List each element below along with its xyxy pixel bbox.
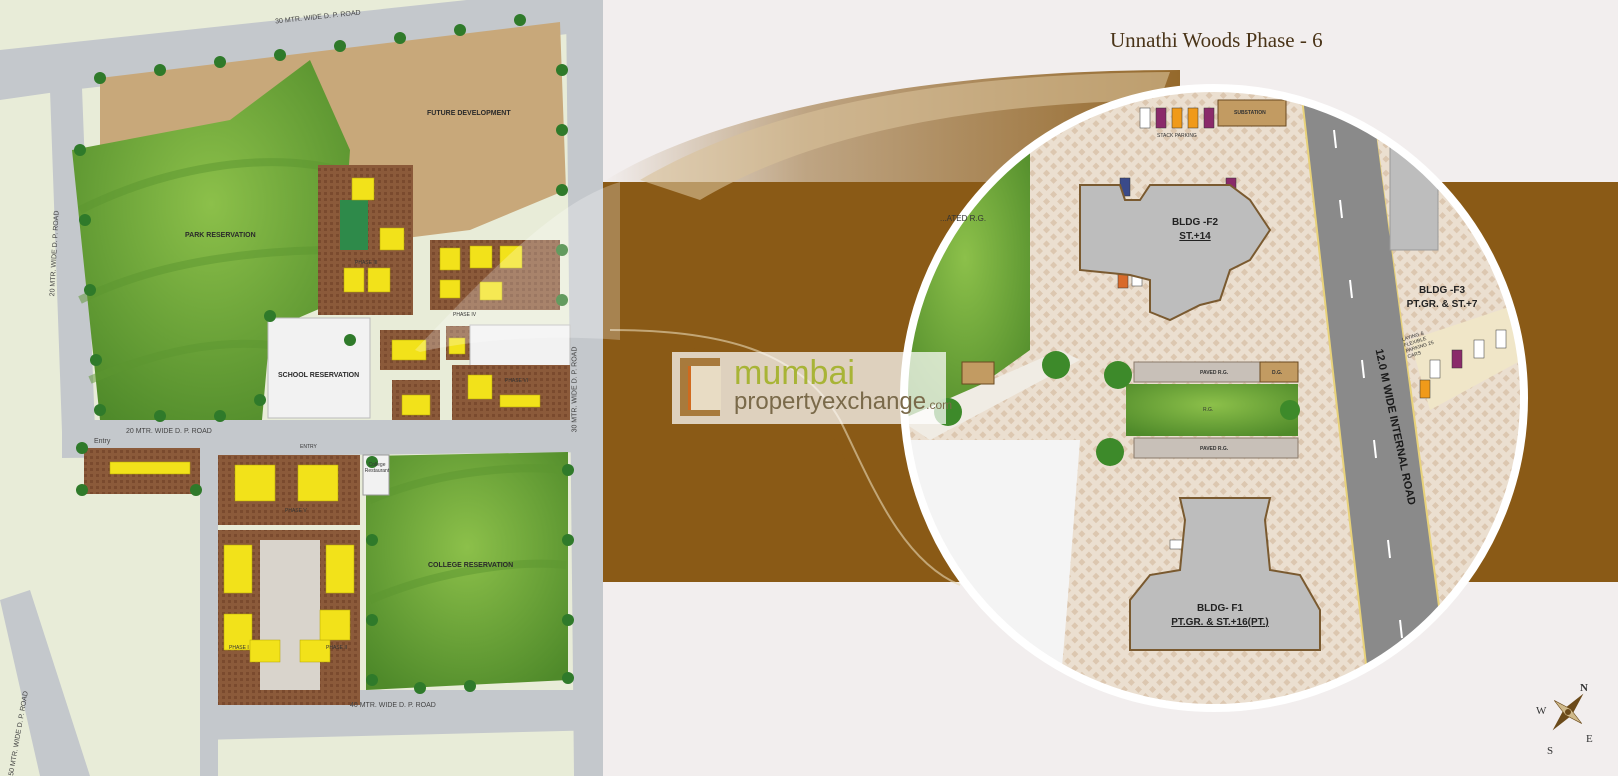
- compass-n-label: N: [1580, 682, 1588, 694]
- park-area: [72, 60, 350, 420]
- bldg-f1-label: BLDG- F1 PT.GR. & ST.+16(PT.): [1160, 602, 1280, 630]
- park-reservation-label: PARK RESERVATION: [185, 232, 256, 239]
- master-plan: [0, 0, 603, 776]
- phase-ii-label: PHASE II: [326, 645, 348, 651]
- paved-rg-1-label: PAVED R.G.: [1200, 370, 1229, 376]
- paved-rg-1-strip: [1133, 361, 1261, 383]
- lens-beam-left: [415, 182, 620, 352]
- phase-iv-label: PHASE IV: [453, 312, 477, 318]
- bldg-f2-floors: ST.+14: [1179, 231, 1211, 242]
- future-development-label: FUTURE DEVELOPMENT: [427, 110, 511, 117]
- bldg-f1-floors: PT.GR. & ST.+16(PT.): [1171, 617, 1269, 628]
- school-reservation-label: SCHOOL RESERVATION: [278, 372, 360, 379]
- road-bottom-label: 40 MTR. WIDE D. P. ROAD: [350, 702, 436, 709]
- entry-label: ENTRY: [300, 444, 317, 450]
- lens-highlight: [640, 72, 1170, 200]
- college-restaurant-label: College Restaurant: [364, 462, 390, 474]
- road-middle-label: 20 MTR. WIDE D. P. ROAD: [126, 428, 212, 435]
- dg-label: D.G.: [1272, 370, 1283, 376]
- stack-parking-label: STACK PARKING: [1157, 133, 1197, 139]
- school-reservation-area: [267, 317, 371, 419]
- compass-rose-icon: [1552, 693, 1584, 731]
- brand-logo: mumbai propertyexchange.com: [672, 352, 952, 424]
- rg-label: R.G.: [1203, 407, 1214, 413]
- logo-line2-text: propertyexchange: [734, 388, 927, 415]
- page-title: Unnathi Woods Phase - 6: [1110, 28, 1323, 52]
- phase-i-label: PHASE I: [229, 645, 249, 651]
- entry-left-label: Entry: [94, 438, 111, 445]
- road-bottom-left: [0, 590, 90, 776]
- bldg-f2-name: BLDG -F2: [1171, 217, 1219, 228]
- college-reservation-label: COLLEGE RESERVATION: [428, 562, 514, 569]
- bldg-f1-name: BLDG- F1: [1196, 603, 1244, 614]
- bldg-f3-name: BLDG -F3: [1418, 285, 1466, 296]
- compass-e-label: E: [1586, 733, 1593, 745]
- compass-w-label: W: [1536, 705, 1547, 717]
- bldg-f2-footprint: [1079, 184, 1272, 322]
- road-right: [566, 0, 603, 776]
- paved-rg-2-label: PAVED R.G.: [1200, 446, 1229, 452]
- landscaped-rg-label: ...ATED R.G.: [940, 214, 987, 223]
- logo-line1: mumbai: [734, 354, 855, 392]
- phase-vi-label: PHASE VI: [505, 378, 529, 384]
- bldg-f3-floors: PT.GR. & ST.+7: [1406, 299, 1478, 310]
- phase-iii-label: PHASE III: [355, 260, 378, 266]
- substation-block: [1217, 99, 1287, 127]
- bldg-f2-label: BLDG -F2 ST.+14: [1160, 216, 1230, 244]
- rg-lawn: [1126, 384, 1298, 436]
- bldg-f1-footprint: [1129, 497, 1321, 651]
- logo-mark-icon: [680, 358, 721, 416]
- road-lower-left: [200, 452, 218, 776]
- logo-line2: propertyexchange.com: [734, 388, 952, 416]
- paved-rg-2-strip: [1133, 437, 1299, 459]
- phase-v-label: PHASE V: [285, 508, 307, 514]
- compass-s-label: S: [1547, 745, 1554, 757]
- substation-label: SUBSTATION: [1234, 110, 1266, 116]
- bldg-f3-label: BLDG -F3 PT.GR. & ST.+7: [1396, 284, 1488, 312]
- road-right-label: 30 MTR. WIDE D. P. ROAD: [571, 346, 579, 433]
- dg-block: [1259, 361, 1299, 383]
- logo-suffix: .com: [926, 398, 953, 412]
